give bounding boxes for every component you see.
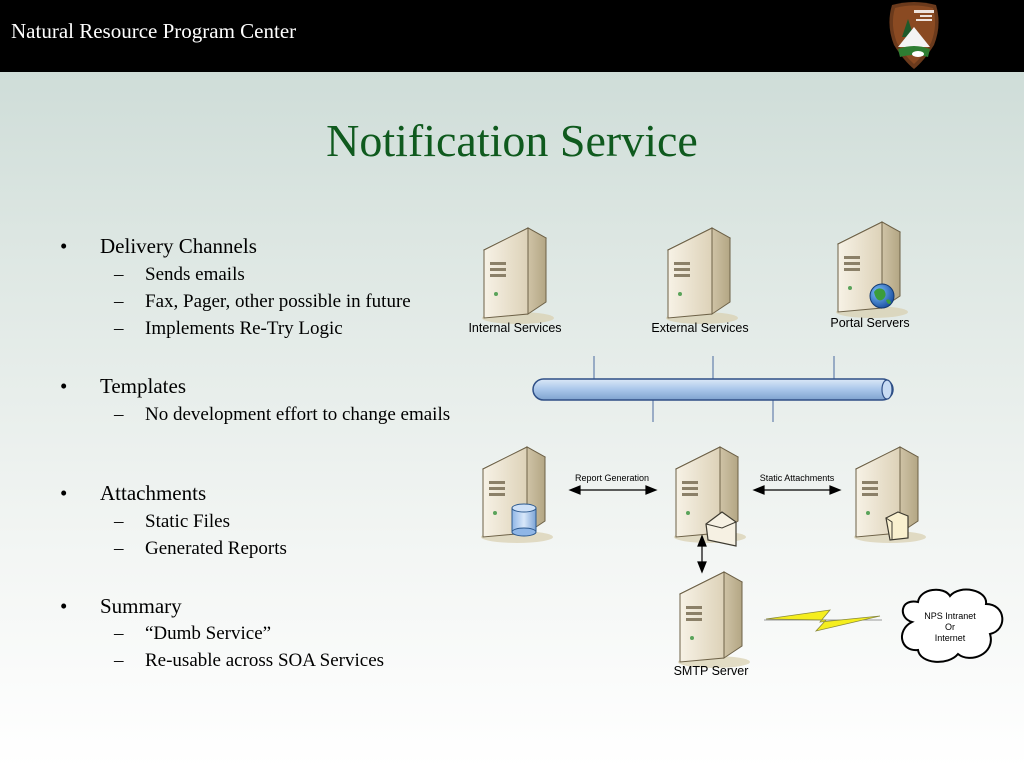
sub-bullet-marker: –	[114, 511, 124, 532]
smtp-vertical-arrow	[697, 534, 707, 574]
sub-bullet-label: Sends emails	[145, 264, 245, 285]
external-services-server-icon	[665, 227, 739, 325]
bullet-label: Templates	[100, 374, 186, 398]
bullet-marker: •	[60, 594, 68, 618]
sub-bullet-marker: –	[114, 404, 124, 425]
bullet-label: Summary	[100, 594, 182, 618]
portal-servers-label: Portal Servers	[830, 316, 909, 330]
bullet-marker: •	[60, 481, 68, 505]
sub-bullet-label: Static Files	[145, 511, 230, 532]
sub-bullet-marker: –	[114, 318, 124, 339]
smtp-server-icon	[677, 571, 751, 669]
sub-bullet-marker: –	[114, 623, 124, 644]
portal-servers-server-icon	[835, 221, 909, 319]
sub-bullet-marker: –	[114, 538, 124, 559]
envelope-icon	[705, 511, 737, 547]
bullet-label: Delivery Channels	[100, 234, 257, 258]
globe-icon	[869, 283, 895, 309]
service-bus-pipe	[532, 378, 894, 401]
org-name: Natural Resource Program Center	[11, 19, 297, 43]
nps-arrowhead-logo	[889, 2, 939, 69]
sub-bullet-label: Implements Re-Try Logic	[145, 318, 343, 339]
internal-services-server-icon	[481, 227, 555, 325]
sub-bullet-marker: –	[114, 264, 124, 285]
network-cloud-icon	[901, 588, 1004, 663]
folder-icon	[885, 511, 909, 541]
static-attachments-arrow	[752, 485, 842, 495]
bus-connector-lines	[593, 356, 835, 422]
sub-bullet-label: No development effort to change emails	[145, 404, 451, 425]
internal-services-label: Internal Services	[468, 321, 561, 335]
bullet-marker: •	[60, 234, 68, 258]
smtp-server-label: SMTP Server	[674, 664, 749, 678]
sub-bullet-label: Re-usable across SOA Services	[145, 650, 385, 671]
cloud-label-line-2: Or	[945, 622, 955, 632]
sub-bullet-marker: –	[114, 650, 124, 671]
slide-title: Notification Service	[326, 115, 698, 166]
sub-bullet-label: Generated Reports	[145, 538, 287, 559]
cloud-label-line-1: NPS Intranet	[924, 611, 976, 621]
static-attachments-label: Static Attachments	[760, 473, 835, 483]
bullet-marker: •	[60, 374, 68, 398]
report-generation-arrow	[568, 485, 658, 495]
sub-bullet-marker: –	[114, 291, 124, 312]
lightning-bolt-icon	[764, 609, 882, 632]
report-generation-label: Report Generation	[575, 473, 649, 483]
external-services-label: External Services	[651, 321, 748, 335]
database-icon	[511, 503, 537, 537]
cloud-label-line-3: Internet	[935, 633, 966, 643]
sub-bullet-label: Fax, Pager, other possible in future	[145, 291, 411, 312]
bullet-label: Attachments	[100, 481, 207, 505]
header-bar: Natural Resource Program Center	[0, 0, 1024, 72]
sub-bullet-label: “Dumb Service”	[145, 623, 272, 644]
